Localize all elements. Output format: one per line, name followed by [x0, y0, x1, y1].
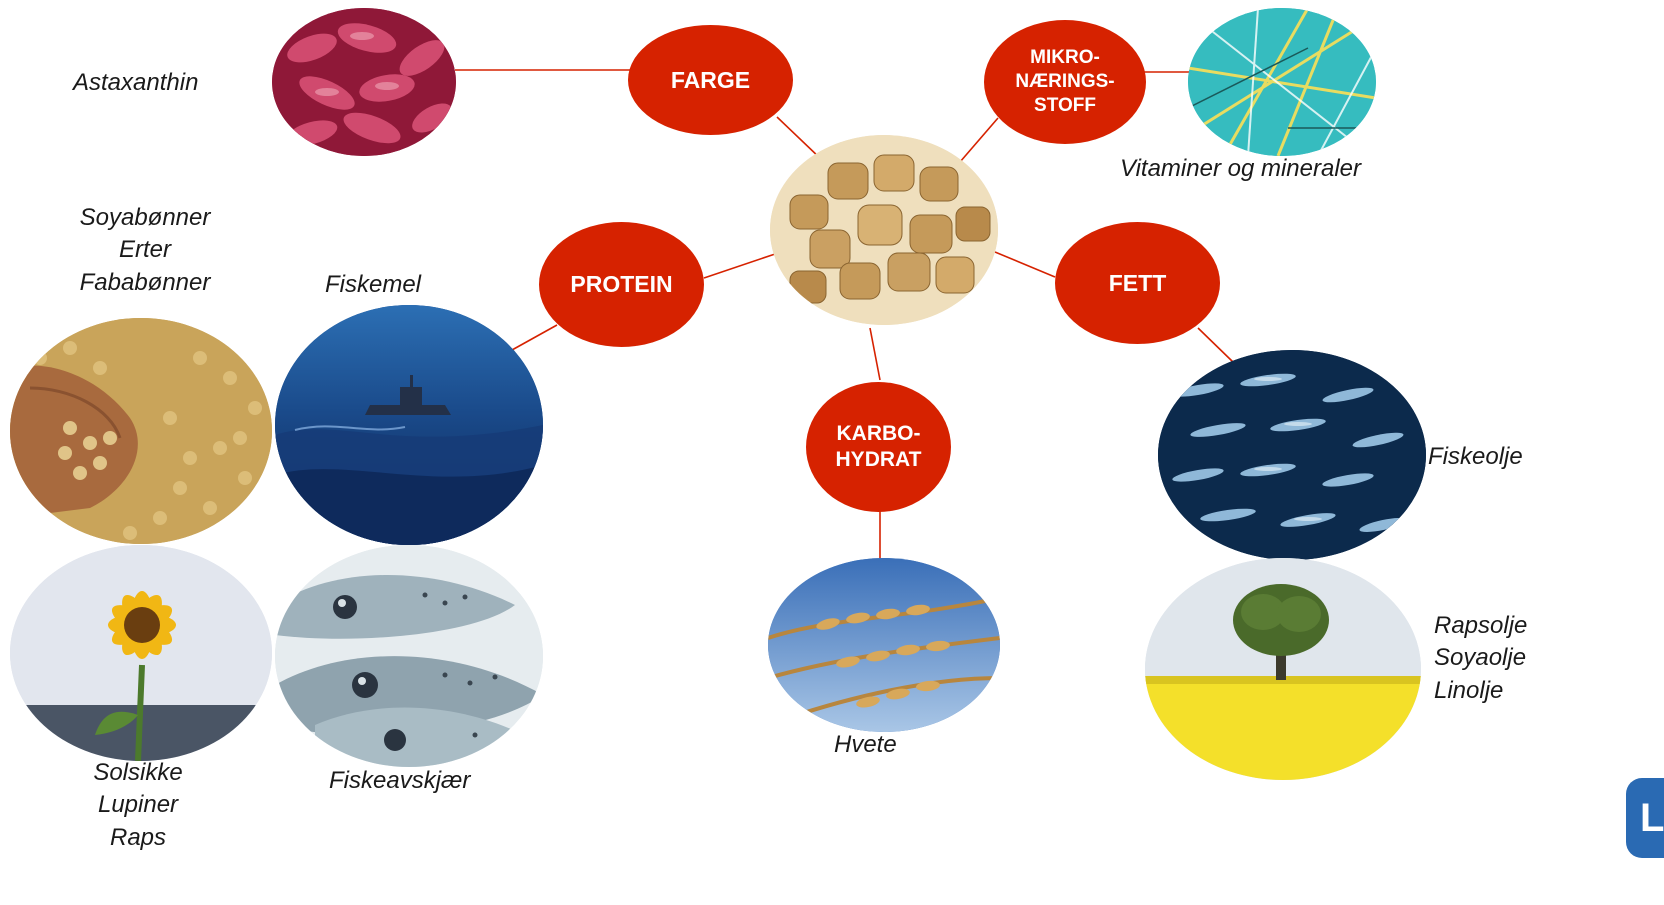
salmon-heads-icon: [275, 545, 543, 767]
caption-soyaolje: Soyaolje: [1434, 642, 1527, 674]
caption-rapsolje: Rapsolje: [1434, 610, 1527, 642]
link-mikro-center: [960, 118, 998, 162]
category-mikro-line-2: NÆRINGS-: [1015, 70, 1114, 94]
rapeseed-field-tree-icon: [1145, 558, 1421, 780]
category-protein-label: PROTEIN: [570, 270, 672, 299]
category-fett-label: FETT: [1109, 269, 1167, 298]
caption-erter: Erter: [64, 234, 226, 266]
caption-plant-oils: Rapsolje Soyaolje Linolje: [1434, 610, 1527, 707]
caption-fiskeolje: Fiskeolje: [1428, 441, 1523, 473]
krill-icon: [272, 8, 456, 156]
category-fett: FETT: [1055, 222, 1220, 344]
caption-fiskemel: Fiskemel: [325, 269, 421, 301]
category-karbohydrat: KARBO- HYDRAT: [806, 382, 951, 512]
caption-hvete: Hvete: [834, 729, 897, 761]
caption-soyabonner: Soyabønner: [64, 202, 226, 234]
caption-plant-protein-top: Soyabønner Erter Fababønner: [64, 202, 226, 299]
sunflower-icon: [10, 545, 272, 761]
caption-linolje: Linolje: [1434, 675, 1527, 707]
fishing-boat-sea-icon: [275, 305, 543, 545]
soybeans-hand-icon: [10, 318, 272, 544]
caption-fababonner: Fababønner: [64, 267, 226, 299]
category-farge: FARGE: [628, 25, 793, 135]
feed-pellets-icon: [770, 135, 998, 325]
category-farge-label: FARGE: [671, 66, 750, 95]
caption-vitaminer: Vitaminer og mineraler: [1120, 153, 1361, 185]
brand-logo-icon: LE: [1626, 778, 1664, 858]
link-fett-photo: [1198, 328, 1233, 362]
category-karbo-line-1: KARBO-: [836, 421, 922, 447]
caption-lupiner: Lupiner: [72, 789, 204, 821]
wheat-icon: [768, 558, 1000, 732]
category-mikronaeringsstoff: MIKRO- NÆRINGS- STOFF: [984, 20, 1146, 144]
category-mikro-line-1: MIKRO-: [1015, 46, 1114, 70]
link-fett-center: [995, 252, 1055, 277]
brand-logo-text: LE: [1640, 796, 1664, 840]
link-karbo-center: [870, 328, 880, 380]
caption-astaxanthin: Astaxanthin: [73, 67, 198, 99]
link-protein-photo: [512, 325, 557, 350]
caption-raps: Raps: [72, 822, 204, 854]
category-mikro-line-3: STOFF: [1015, 94, 1114, 118]
caption-fiskeavskjaer: Fiskeavskjær: [329, 765, 470, 797]
fish-school-icon: [1158, 350, 1426, 560]
caption-plant-protein-bottom: Solsikke Lupiner Raps: [72, 757, 204, 854]
link-protein-center: [704, 253, 778, 278]
category-karbo-line-2: HYDRAT: [836, 447, 922, 473]
category-protein: PROTEIN: [539, 222, 704, 347]
crystals-icon: [1188, 8, 1376, 156]
caption-solsikke: Solsikke: [72, 757, 204, 789]
